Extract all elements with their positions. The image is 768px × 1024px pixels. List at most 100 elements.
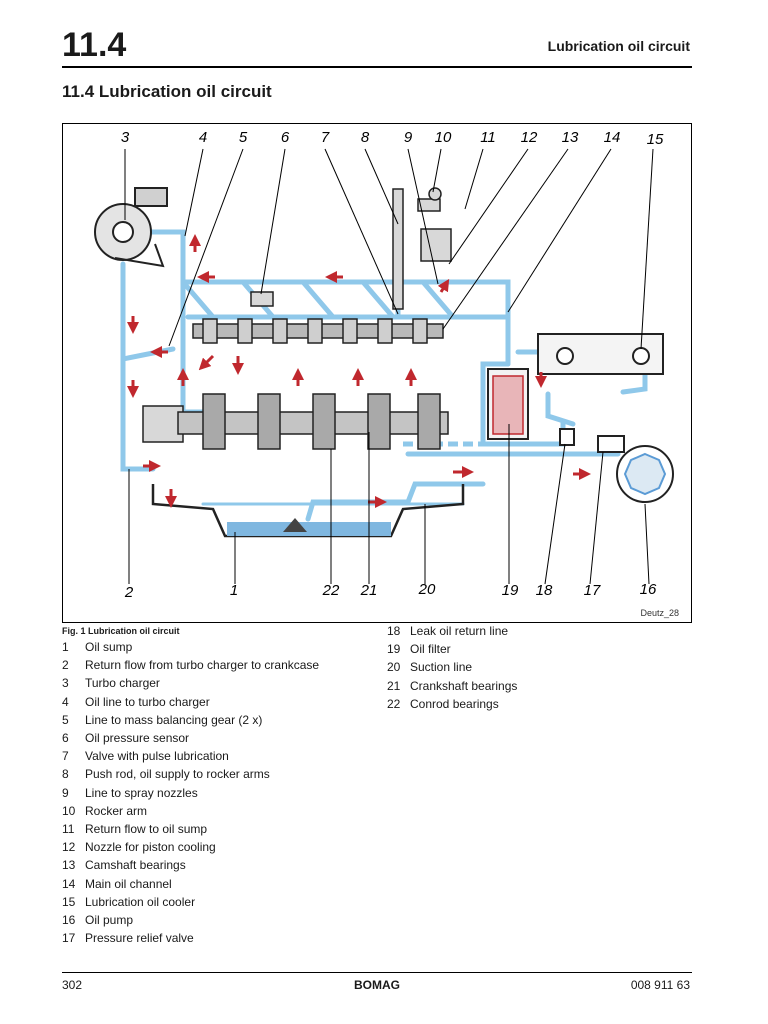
callout-21: 21 [360,582,378,599]
callout-2: 2 [124,584,134,601]
legend-item: 3 Turbo charger [62,674,319,692]
lubrication-circuit-figure: 3 4 5 6 7 8 9 10 11 12 13 14 15 2 1 22 2… [62,123,692,623]
legend-number: 18 [387,624,401,638]
crankshaft [142,393,449,450]
legend-number: 21 [387,678,401,693]
callout-13: 13 [562,129,579,146]
legend-number: 4 [62,694,69,709]
legend-number: 20 [387,660,401,675]
legend-number: 9 [62,785,69,800]
legend-text: Line to spray nozzles [85,785,198,800]
legend-number: 22 [387,696,401,711]
legend-item: 20 Suction line [387,658,517,676]
legend-text: Oil filter [410,642,451,657]
section-title: 11.4 Lubrication oil circuit [62,82,272,101]
callout-7: 7 [321,129,330,146]
legend-text: Leak oil return line [410,624,509,638]
legend-text: Oil line to turbo charger [85,694,210,709]
legend-text: Suction line [410,660,473,675]
legend-number: 5 [62,712,69,727]
legend-number: 10 [62,803,76,818]
legend-text: Nozzle for piston cooling [85,840,216,855]
callout-11: 11 [480,129,496,146]
legend-text: Push rod, oil supply to rocker arms [85,767,270,782]
camshaft [192,318,444,344]
legend-item: 21 Crankshaft bearings [387,677,517,695]
callout-leaders [124,148,654,585]
legend-item: 19 Oil filter [387,640,517,658]
legend-text: Lubrication oil cooler [85,894,196,909]
callout-17: 17 [584,582,601,599]
callout-4: 4 [199,129,207,146]
legend-item: 8 Push rod, oil supply to rocker arms [62,765,319,783]
legend-text: Return flow to oil sump [85,822,208,837]
callout-22: 22 [322,582,340,599]
legend-number: 1 [62,640,69,654]
legend-number: 19 [387,642,401,657]
legend-number: 11 [62,822,75,837]
legend-text: Oil sump [85,640,133,654]
figure-caption: Fig. 1 Lubrication oil circuit [62,626,180,636]
legend-item: 9 Line to spray nozzles [62,784,319,802]
legend-item: 6 Oil pressure sensor [62,729,319,747]
legend-item: 12 Nozzle for piston cooling [62,838,319,856]
pressure-relief-valve [597,435,625,453]
legend-number: 3 [62,676,69,691]
legend-number: 8 [62,767,69,782]
callout-6: 6 [281,129,290,146]
callout-5: 5 [239,129,248,146]
callout-numbers: 3 4 5 6 7 8 9 10 11 12 13 14 15 2 1 22 2… [121,129,664,601]
oil-sump [151,484,465,538]
legend-number: 16 [62,913,76,928]
legend-number: 17 [62,931,76,946]
legend-item: 17 Pressure relief valve [62,929,319,947]
callout-19: 19 [502,582,519,599]
legend-item: 5 Line to mass balancing gear (2 x) [62,711,319,729]
legend-item: 16 Oil pump [62,911,319,929]
oil-pump [616,445,674,503]
legend-text: Line to mass balancing gear (2 x) [85,712,263,727]
callout-8: 8 [361,129,370,146]
legend-text: Camshaft bearings [85,858,186,873]
legend-text: Pressure relief valve [85,931,194,946]
legend-item: 11 Return flow to oil sump [62,820,319,838]
callout-1: 1 [230,582,238,599]
legend-text: Oil pressure sensor [85,731,190,746]
running-title: Lubrication oil circuit [547,38,690,54]
leak-oil-valve [559,428,575,446]
legend-text: Crankshaft bearings [410,678,518,693]
oil-cooler [537,333,664,375]
legend-text: Valve with pulse lubrication [85,749,229,764]
legend-list-right: 18 Leak oil return line 19 Oil filter 20 Su… [387,622,517,713]
callout-3: 3 [121,129,130,146]
header-divider [62,66,692,68]
legend-number: 2 [62,658,69,673]
brand-name: BOMAG [354,978,400,992]
callout-14: 14 [604,129,621,146]
legend-number: 14 [62,876,76,891]
footer-divider [62,972,692,973]
callout-18: 18 [536,582,553,599]
legend-text: Oil pump [85,913,134,928]
callout-20: 20 [418,581,436,598]
legend-item: 18 Leak oil return line [387,622,517,640]
legend-number: 6 [62,731,69,746]
document-number: 008 911 63 [630,978,690,992]
callout-10: 10 [435,129,452,146]
callout-9: 9 [404,129,413,146]
legend-item: 4 Oil line to turbo charger [62,693,319,711]
oil-flow-arrows [127,234,591,508]
legend-text: Conrod bearings [410,696,499,711]
rocker-arm-assembly [392,187,452,310]
callout-12: 12 [521,129,538,146]
legend-text: Turbo charger [85,676,160,691]
legend-number: 12 [62,840,76,855]
turbo-charger [94,187,168,268]
